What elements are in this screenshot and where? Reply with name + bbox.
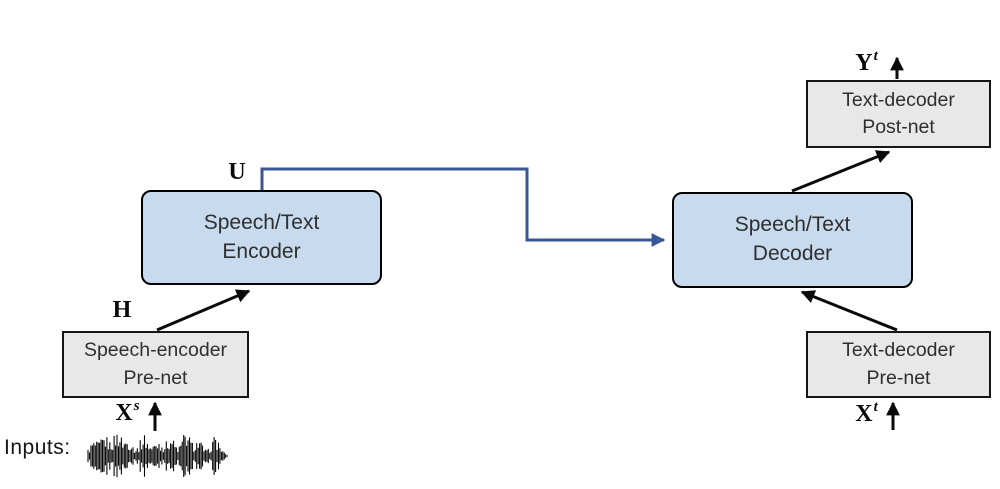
label-x-s-sup: s	[133, 398, 140, 414]
waveform-icon	[87, 434, 228, 478]
label-x-t-base: X	[855, 401, 873, 427]
input-document-icon	[880, 432, 908, 471]
label-x-t: Xt	[843, 399, 889, 428]
text-decoder-prenet-line1: Text-decoder	[842, 339, 955, 362]
label-y-t-base: Y	[855, 50, 873, 76]
speech-encoder-prenet-node: Speech-encoder Pre-net	[62, 331, 249, 398]
encoder-label-line2: Encoder	[222, 239, 301, 263]
arrow-decoder-to-postnet	[791, 150, 891, 193]
inputs-label: Inputs:	[4, 436, 71, 459]
speech-text-encoder-node: Speech/Text Encoder	[141, 190, 382, 285]
encoder-label-line1: Speech/Text	[203, 210, 320, 234]
text-decoder-postnet-node: Text-decoder Post-net	[806, 80, 991, 148]
speech-encoder-prenet-line1: Speech-encoder	[83, 339, 228, 362]
arrow-prenet-to-encoder	[156, 289, 251, 332]
label-u: U	[228, 159, 246, 185]
label-x-s-base: X	[115, 400, 133, 426]
text-decoder-prenet-node: Text-decoder Pre-net	[806, 331, 991, 398]
label-y-t: Yt	[843, 48, 889, 77]
label-y-t-sup: t	[873, 48, 878, 64]
label-x-s: Xs	[103, 398, 151, 427]
decoder-label-line1: Speech/Text	[734, 213, 851, 237]
arrow-prenet-to-decoder	[800, 290, 898, 332]
text-decoder-postnet-line2: Post-net	[862, 116, 935, 138]
connector-encoder-to-decoder	[260, 167, 666, 247]
label-h: H	[112, 297, 132, 323]
speech-encoder-prenet-line2: Pre-net	[123, 366, 188, 389]
label-x-t-sup: t	[873, 399, 878, 415]
text-decoder-postnet-line1: Text-decoder	[842, 88, 955, 111]
speech-text-decoder-node: Speech/Text Decoder	[672, 192, 913, 288]
decoder-label-line2: Decoder	[752, 242, 833, 265]
text-decoder-prenet-line2: Pre-net	[866, 366, 931, 389]
output-document-icon	[878, 12, 906, 51]
